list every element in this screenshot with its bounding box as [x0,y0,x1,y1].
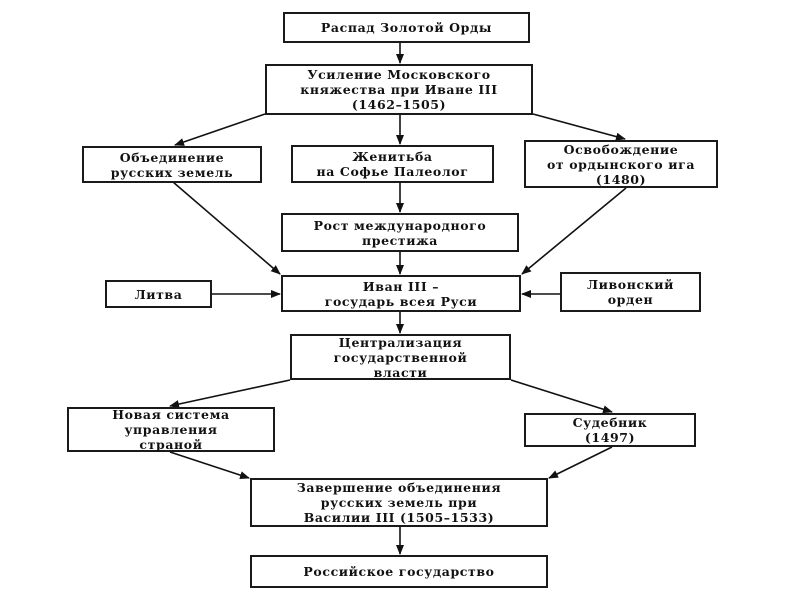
node-liberation: Освобождение от ордынского ига (1480) [524,140,718,188]
node-lithuania: Литва [105,280,212,308]
node-text: Судебник [572,415,648,430]
node-text: орден [607,292,654,307]
arrow-liberation-to-ivan [521,187,627,275]
node-text: государь всея Руси [324,293,478,309]
arrow-moscow-rise-to-unification [174,113,266,146]
node-text: Освобождение [563,141,679,157]
node-text: Централизация [338,334,463,350]
node-marriage: Женитьба на Софье Палеолог [291,145,494,183]
node-text: от ордынского ига [546,156,696,172]
node-text: управления [124,422,218,437]
node-text: княжества при Иване III [300,82,498,97]
node-text: государственной [333,349,468,365]
node-text: Распад Золотой Орды [320,20,493,35]
node-unification: Объединение русских земель [82,146,262,183]
node-text: Женитьба [352,149,433,164]
node-text: Иван III – [362,278,440,294]
arrow-centralization-to-new-system [169,379,291,409]
node-text: Рост международного [313,217,487,233]
node-text: на Софье Палеолог [316,164,469,179]
node-text: (1462–1505) [351,97,447,112]
node-text: (1480) [595,171,647,187]
node-ivan-iii: Иван III – государь всея Руси [281,275,521,312]
arrow-unification-to-ivan [172,181,281,275]
node-text: власти [373,364,428,380]
node-text: Новая система [112,407,230,422]
node-text: Завершение объединения [296,480,502,495]
node-prestige: Рост международного престижа [281,213,519,252]
node-text: Василии III (1505–1533) [303,510,495,525]
node-text: Усиление Московского [307,67,491,82]
arrow-sudebnik-to-completion [548,446,613,479]
arrow-centralization-to-sudebnik [510,379,613,414]
node-text: (1497) [584,430,636,445]
node-text: русских земель при [320,495,478,510]
node-livonian-order: Ливонский орден [560,272,701,312]
node-text: русских земель [110,164,234,180]
node-moscow-rise: Усиление Московского княжества при Иване… [265,64,533,115]
arrow-new-system-to-completion [169,451,250,479]
node-centralization: Централизация государственной власти [290,334,511,380]
node-text: Объединение [119,149,225,165]
node-unification-completion: Завершение объединения русских земель пр… [250,478,548,527]
node-sudebnik: Судебник (1497) [524,413,696,447]
arrow-moscow-rise-to-liberation [532,113,626,141]
node-text: страной [139,437,203,452]
node-text: Литва [134,286,183,302]
node-russian-state: Российское государство [250,555,548,588]
node-new-governance-system: Новая система управления страной [67,407,275,452]
node-golden-horde-collapse: Распад Золотой Орды [283,12,530,43]
node-text: Ливонский [586,277,675,292]
node-text: престижа [362,232,438,248]
node-text: Российское государство [303,564,495,579]
